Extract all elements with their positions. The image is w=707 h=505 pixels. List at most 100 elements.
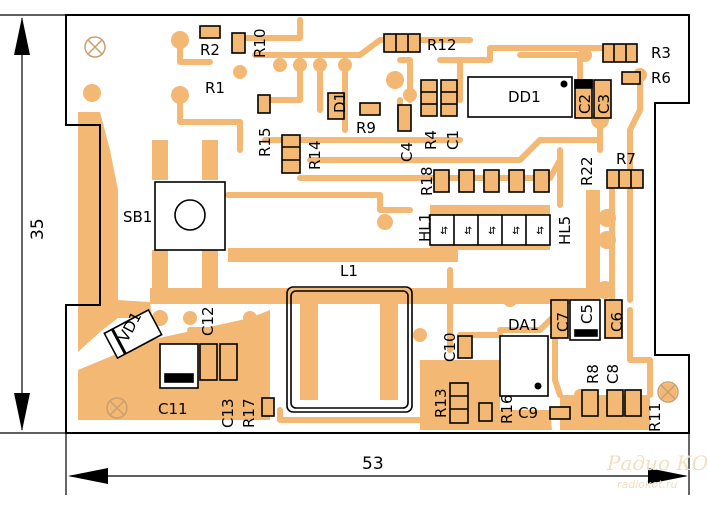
sb1-pad-bottom-left [152,250,168,290]
c6-body [604,299,623,339]
da1-pin1-dot [534,382,542,390]
c13-body [219,343,238,381]
label-r1: R1 [205,79,225,97]
sb1-pad-bottom-right [202,250,218,290]
label-c2: C2 [576,94,594,114]
c9-body [549,406,571,420]
label-r11: R11 [646,402,664,432]
c8-body [606,389,624,417]
sb1-button [174,199,206,231]
label-c3: C3 [595,94,613,114]
signal-traces [177,17,653,423]
mounting-holes [84,36,679,419]
label-c8: C8 [604,364,622,384]
r13-body [449,382,469,424]
label-c12: C12 [199,306,217,336]
l1-pad-left [300,300,318,400]
power-bus [150,288,600,304]
mid-bus [228,248,458,262]
bus-right-vertical [586,190,600,310]
r4-body [420,79,438,117]
vd1-body [103,308,163,360]
c4-body [397,104,412,132]
c1-body [440,79,458,117]
label-r7: R7 [616,150,636,168]
arrow-left-icon [68,468,108,484]
c12-body [199,343,218,381]
label-c6: C6 [608,312,626,332]
label-c1: C1 [444,130,462,150]
label-c11: C11 [158,400,188,418]
label-r15: R15 [256,127,274,157]
r11-body [624,389,642,417]
label-r9: R9 [356,119,376,137]
label-r4: R4 [422,130,440,150]
c7-body [550,299,569,339]
sb1-body [154,181,226,251]
label-d1: D1 [331,92,349,113]
label-r12: R12 [427,36,457,54]
c2-stripe [574,79,593,89]
label-r18: R18 [418,166,436,196]
label-c4: C4 [398,142,416,162]
label-r17: R17 [240,398,258,428]
dd1-body [467,76,573,118]
r14-body [281,134,301,174]
l1-body [286,286,413,413]
r7-body [606,169,644,189]
r18-stack [433,169,550,193]
label-sb1: SB1 [123,208,152,226]
sb1-pad-top-right [202,140,218,180]
label-r8: R8 [584,364,602,384]
label-c9: C9 [518,404,538,422]
label-hl1: HL1 [416,213,434,242]
svg-text:⇵: ⇵ [464,226,472,237]
arrow-up-icon [14,17,30,55]
label-c5: C5 [578,304,596,324]
label-r13: R13 [432,388,450,418]
d1-body [327,92,345,120]
label-r22: R22 [578,156,596,186]
label-l1: L1 [340,262,358,280]
r10-body [231,32,246,54]
watermark-site: radiokot.ru [617,478,677,491]
led-bank [429,214,551,246]
r6-body [621,71,641,85]
c10-body [457,335,473,359]
arrow-right-icon [648,468,688,484]
component-outlines [103,25,644,424]
arrow-down-icon [14,393,30,431]
label-c7: C7 [554,312,572,332]
r8-body [581,389,599,417]
label-da1: DA1 [508,316,539,334]
label-r2: R2 [200,41,220,59]
ground-plane-left [78,112,152,352]
sb1-pad-top-left [152,140,168,180]
svg-text:⇵: ⇵ [440,226,448,237]
r17-body [261,397,275,417]
r16-body [478,402,493,422]
svg-text:⇵: ⇵ [512,226,520,237]
c11-stripe [164,373,194,383]
c3-body [593,79,612,119]
component-labels: R2 R10 R12 R3 R6 R1 R15 R14 D1 R9 C4 R4 … [115,28,671,432]
label-r3: R3 [651,44,671,62]
dd1-pin1-dot [560,80,568,88]
c5-stripe [574,329,598,337]
dimension-lines [0,14,690,495]
mounting-hole-bottom-right [657,381,679,403]
r12-body [383,33,421,53]
mounting-hole-bottom-left [106,397,128,419]
label-hl5: HL5 [556,216,574,245]
dimension-width-label: 53 [362,454,384,474]
dimension-height-label: 35 [28,218,48,240]
label-r10: R10 [251,28,269,58]
led-marks: ⇵⇵⇵ ⇵⇵ [440,226,544,237]
label-c13: C13 [219,398,237,428]
label-dd1: DD1 [508,88,541,106]
label-r16: R16 [498,394,516,424]
r1-body [257,94,271,114]
r3-body [602,43,638,63]
label-r14: R14 [306,140,324,170]
